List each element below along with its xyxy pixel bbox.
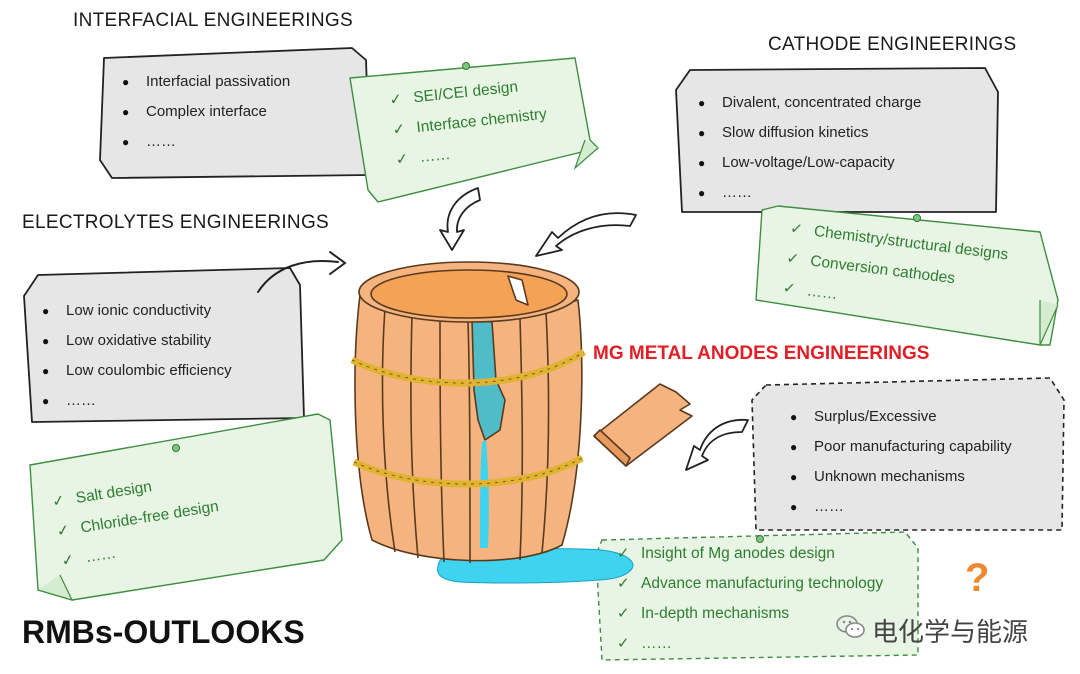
electrolytes-problem-item: Low coulombic efficiency <box>42 356 232 386</box>
anodes-solution-item: In-depth mechanisms <box>617 599 883 629</box>
wechat-icon <box>836 615 865 638</box>
anodes-problem-item: Unknown mechanisms <box>790 462 1012 492</box>
electrolytes-problem-item: …… <box>42 386 232 416</box>
interfacial-problems-list: Interfacial passivation Complex interfac… <box>122 67 290 157</box>
interfacial-heading: INTERFACIAL ENGINEERINGS <box>73 10 353 31</box>
interfacial-problem-item: …… <box>122 127 290 157</box>
cathode-heading: CATHODE ENGINEERINGS <box>768 34 1017 55</box>
arrow-from-anodes <box>685 419 749 471</box>
pin-electrolytes <box>172 444 180 452</box>
pin-cathode <box>913 214 921 222</box>
watermark-text: 电化学与能源 <box>872 617 1029 647</box>
cathode-problem-item: Divalent, concentrated charge <box>698 88 921 118</box>
page-title: RMBs-OUTLOOKS <box>22 614 305 650</box>
interfacial-problem-item: Complex interface <box>122 97 290 127</box>
interfacial-problem-item: Interfacial passivation <box>122 67 290 97</box>
arrow-from-electrolytes <box>257 251 347 293</box>
anodes-problem-item: …… <box>790 492 1012 522</box>
anodes-heading: MG METAL ANODES ENGINEERINGS <box>593 343 930 364</box>
electrolytes-heading: ELECTROLYTES ENGINEERINGS <box>22 212 329 233</box>
anodes-problem-item: Poor manufacturing capability <box>790 432 1012 462</box>
interfacial-solutions-list: SEI/CEI design Interface chemistry …… <box>388 70 551 176</box>
arrow-from-interfacial <box>439 187 481 251</box>
anodes-solution-item: Advance manufacturing technology <box>617 569 883 599</box>
anodes-solutions-list: Insight of Mg anodes design Advance manu… <box>617 539 883 659</box>
cathode-problems-list: Divalent, concentrated charge Slow diffu… <box>698 88 921 208</box>
barrel <box>350 261 586 564</box>
pin-interfacial <box>462 62 470 70</box>
cathode-problem-item: Low-voltage/Low-capacity <box>698 148 921 178</box>
electrolytes-problem-item: Low ionic conductivity <box>42 296 232 326</box>
cathode-problem-item: Slow diffusion kinetics <box>698 118 921 148</box>
arrow-from-cathode <box>535 212 637 257</box>
anodes-problems-list: Surplus/Excessive Poor manufacturing cap… <box>790 402 1012 522</box>
electrolytes-problems-list: Low ionic conductivity Low oxidative sta… <box>42 296 232 416</box>
anodes-problem-item: Surplus/Excessive <box>790 402 1012 432</box>
electrolytes-problem-item: Low oxidative stability <box>42 326 232 356</box>
anodes-solution-item: Insight of Mg anodes design <box>617 539 883 569</box>
cathode-problem-item: …… <box>698 178 921 208</box>
anodes-solution-item: …… <box>617 629 883 659</box>
question-mark: ? <box>965 556 990 600</box>
broken-plank <box>593 383 693 467</box>
